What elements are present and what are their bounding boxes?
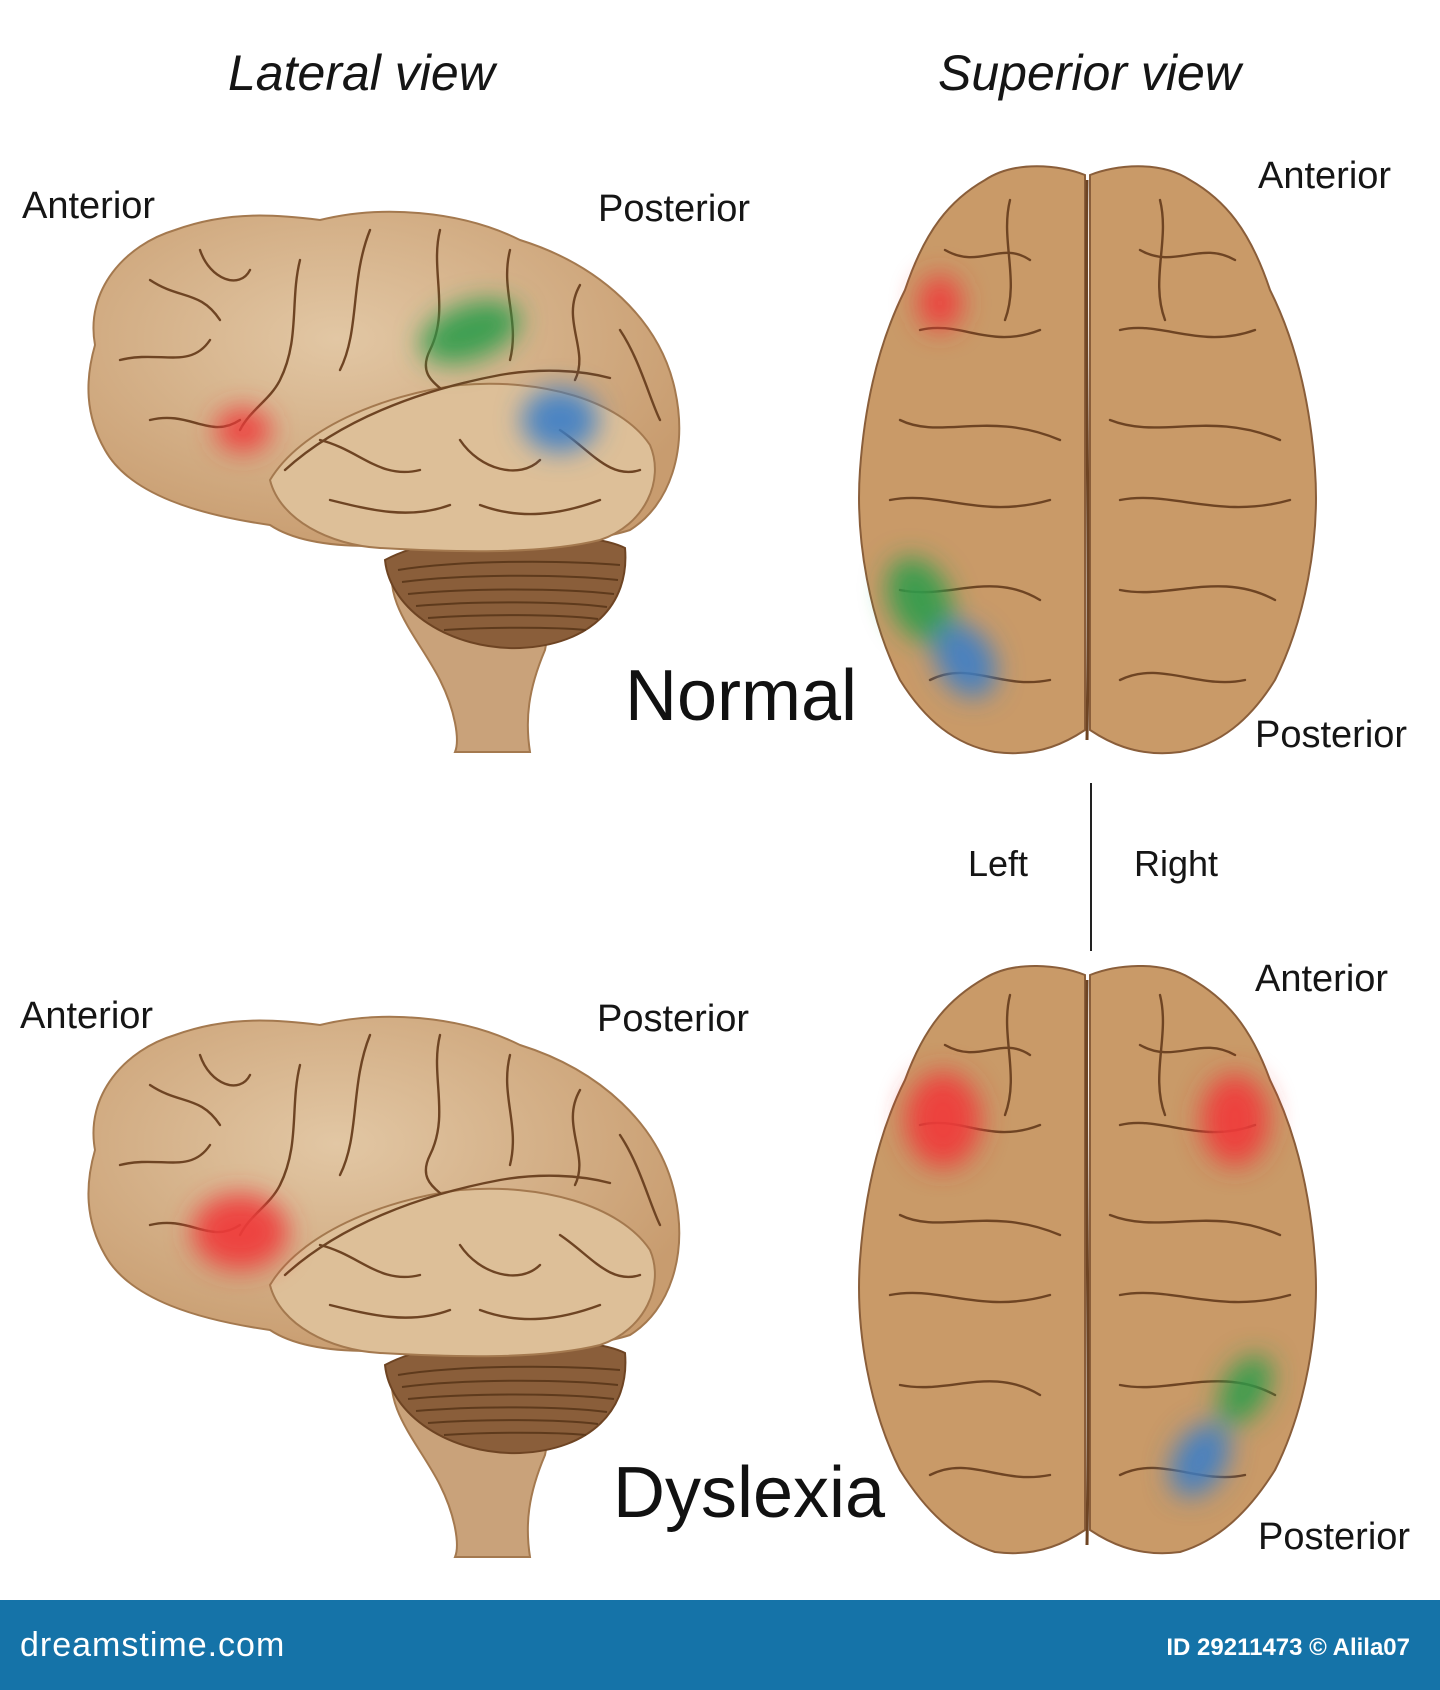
red-region-left: [905, 1072, 981, 1168]
brand-watermark: dreamstime.com: [20, 1626, 286, 1664]
bottom-lateral-anterior-label: Anterior: [20, 995, 154, 1037]
blue-region: [1169, 1423, 1231, 1497]
lateral-brain-normal: [87, 210, 681, 753]
red-region-right: [1201, 1074, 1269, 1166]
cerebellum-folds: [397, 560, 621, 631]
longitudinal-fissure: [1085, 179, 1090, 741]
superior-brain-normal: [858, 165, 1317, 755]
green-region: [420, 300, 520, 364]
top-lateral-anterior-label: Anterior: [22, 185, 156, 227]
superior-regions-normal: [886, 275, 997, 698]
left-right-divider: [1090, 783, 1092, 951]
active-regions: [192, 1194, 288, 1270]
lateral-view-heading: Lateral view: [228, 45, 495, 101]
red-region: [918, 275, 962, 331]
superior-brain-dyslexia: [858, 965, 1317, 1555]
right-label: Right: [1134, 843, 1219, 884]
green-region: [886, 557, 954, 643]
blue-region: [933, 622, 997, 698]
superior-view-heading: Superior view: [938, 45, 1241, 101]
top-superior-anterior-label: Anterior: [1258, 155, 1392, 197]
left-hemisphere: [858, 965, 1086, 1555]
green-region: [1218, 1355, 1272, 1425]
red-region: [215, 408, 271, 452]
bottom-superior-posterior-label: Posterior: [1258, 1516, 1411, 1558]
bottom-lateral-posterior-label: Posterior: [597, 998, 750, 1040]
red-region: [192, 1194, 288, 1270]
footer-bar: dreamstime.com ID 29211473 © Alila07: [0, 1600, 1440, 1690]
brain-diagram: [87, 165, 1317, 1558]
superior-regions-dyslexia: [905, 1072, 1272, 1497]
top-superior-posterior-label: Posterior: [1255, 714, 1408, 756]
dyslexia-label: Dyslexia: [613, 1453, 886, 1533]
active-regions: [215, 300, 598, 452]
top-lateral-posterior-label: Posterior: [598, 188, 751, 230]
longitudinal-fissure: [1085, 979, 1090, 1546]
right-hemisphere: [1089, 165, 1317, 755]
bottom-superior-anterior-label: Anterior: [1255, 958, 1389, 1000]
lateral-brain-dyslexia: [87, 1015, 681, 1558]
left-label: Left: [968, 843, 1029, 884]
blue-region: [522, 388, 598, 452]
normal-label: Normal: [625, 656, 858, 736]
image-credit: ID 29211473 © Alila07: [1166, 1634, 1410, 1661]
cerebellum-folds: [397, 1365, 621, 1436]
